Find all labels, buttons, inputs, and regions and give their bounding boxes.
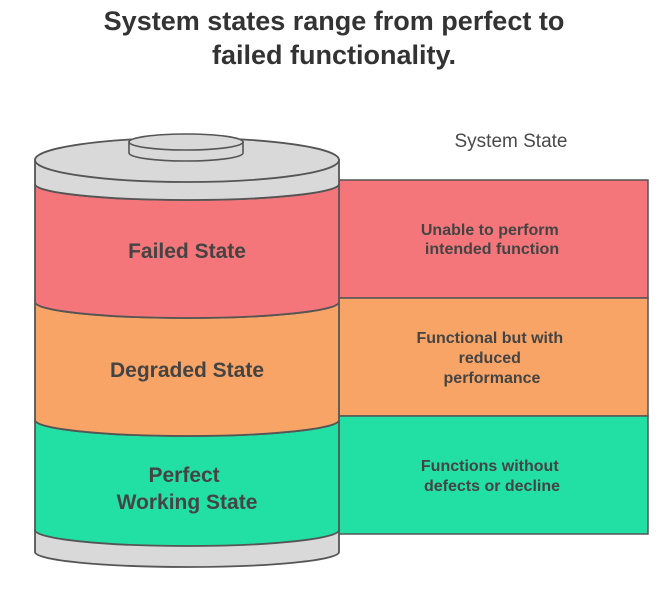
title-line-2: failed functionality. — [211, 40, 456, 70]
desc-perfect: Functions without defects or decline — [421, 458, 563, 495]
terminal-top — [128, 133, 244, 151]
label-failed-state: Failed State — [128, 240, 246, 263]
label-perfect-state: Perfect Working State — [117, 464, 258, 514]
desc-failed: Unable to perform intended function — [421, 222, 563, 258]
label-degraded-state: Degraded State — [110, 359, 264, 382]
diagram-title: System states range from perfect to fail… — [0, 4, 668, 72]
title-line-1: System states range from perfect to — [103, 6, 565, 36]
desc-degraded: Functional but with reduced performance — [416, 330, 567, 387]
system-state-caption: System State — [455, 131, 568, 152]
panel-failed — [337, 179, 649, 299]
panel-perfect — [337, 415, 649, 535]
